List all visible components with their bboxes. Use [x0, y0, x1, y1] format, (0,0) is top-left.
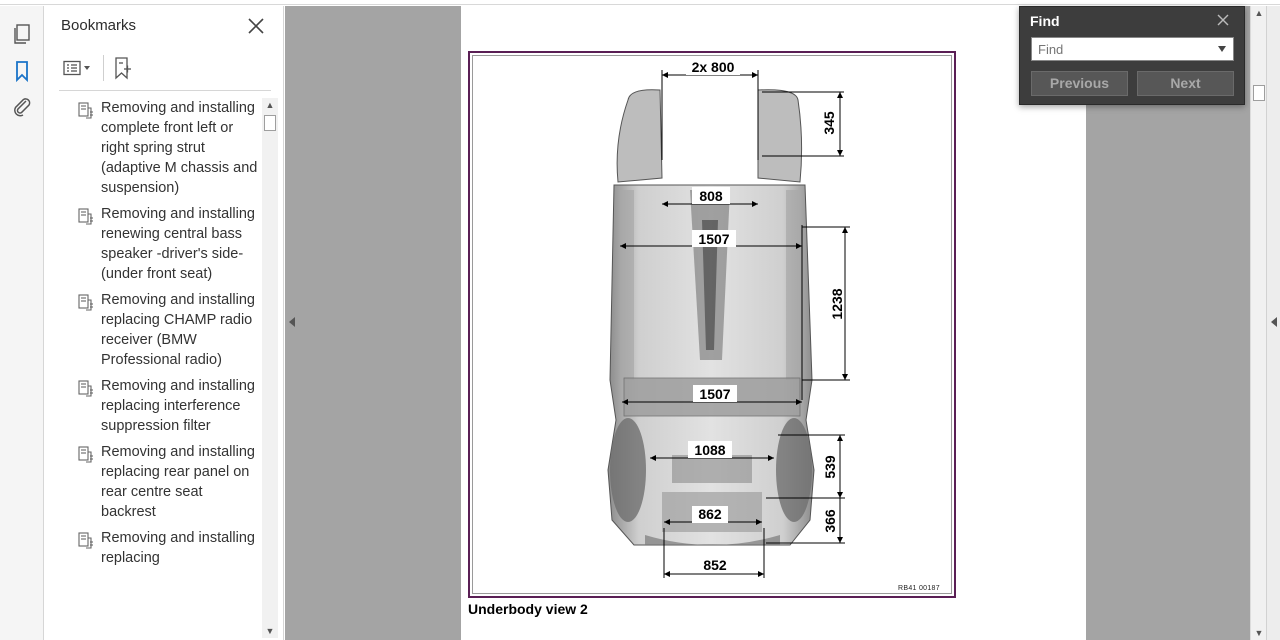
- dim-top-width: 2x 800: [692, 59, 735, 75]
- toolbar-separator: [103, 55, 104, 81]
- bookmark-label: Removing and installing replacing CHAMP …: [101, 292, 255, 368]
- dim-tail-height: 366: [822, 509, 838, 533]
- bookmark-item[interactable]: Removing and installing complete front l…: [45, 98, 261, 198]
- bookmark-list: Removing and installing complete front l…: [45, 98, 261, 638]
- bookmark-item[interactable]: Removing and installing replacing interf…: [45, 376, 261, 436]
- dimension-labels: 2x 800 808 1507 1507 1088 862 852 345 12…: [686, 58, 845, 573]
- expand-bookmark-icon[interactable]: [112, 55, 136, 81]
- bookmark-tree-icon: [78, 532, 93, 549]
- bookmark-scrollbar[interactable]: ▲ ▼: [262, 98, 278, 638]
- panel-title: Bookmarks: [61, 17, 137, 34]
- dim-mid-width-rear: 1507: [699, 386, 730, 402]
- scroll-up-arrow-icon[interactable]: ▲: [1254, 8, 1264, 18]
- collapse-panel-arrow-icon[interactable]: [288, 316, 296, 328]
- find-title: Find: [1030, 13, 1060, 29]
- expand-right-panel-arrow-icon[interactable]: [1270, 316, 1278, 328]
- close-find-icon[interactable]: [1216, 13, 1230, 27]
- panel-divider: [59, 90, 271, 91]
- next-button[interactable]: Next: [1137, 71, 1234, 96]
- dim-rear-width: 1088: [694, 442, 725, 458]
- bookmarks-panel: Bookmarks: [45, 6, 284, 640]
- find-dialog: Find Previous Next: [1019, 6, 1245, 105]
- dim-rear-height: 539: [822, 455, 838, 479]
- dim-mid-width-front: 1507: [698, 231, 729, 247]
- previous-button[interactable]: Previous: [1031, 71, 1128, 96]
- top-border: [0, 0, 1280, 5]
- figure-inner-border: [472, 55, 952, 594]
- navigation-rail: [0, 6, 44, 640]
- bookmark-item[interactable]: Removing and installing replacing rear p…: [45, 442, 261, 522]
- bookmark-label: Removing and installing renewing central…: [101, 206, 255, 282]
- bookmark-label: Removing and installing replacing rear p…: [101, 444, 255, 520]
- dim-bottom-width: 852: [703, 557, 727, 573]
- panel-toolbar: [61, 54, 136, 82]
- bookmark-label: Removing and installing replacing: [101, 530, 255, 566]
- bookmark-tree-icon: [78, 294, 93, 311]
- scroll-down-arrow-icon[interactable]: ▼: [265, 626, 275, 636]
- bookmark-tree-icon: [78, 446, 93, 463]
- bookmark-tree-icon: [78, 102, 93, 119]
- dim-front-height: 345: [821, 111, 837, 135]
- car-underbody: [607, 89, 815, 546]
- figure-reference: RB41 00187: [898, 585, 940, 592]
- close-panel-icon[interactable]: [245, 15, 267, 37]
- scroll-thumb[interactable]: [264, 115, 276, 131]
- bookmarks-icon[interactable]: [8, 57, 36, 85]
- dim-front-track: 808: [699, 188, 723, 204]
- scroll-thumb[interactable]: [1253, 85, 1265, 101]
- scroll-up-arrow-icon[interactable]: ▲: [265, 100, 275, 110]
- bookmark-item[interactable]: Removing and installing replacing CHAMP …: [45, 290, 261, 370]
- bookmark-item[interactable]: Removing and installing renewing central…: [45, 204, 261, 284]
- pages-icon[interactable]: [8, 20, 36, 48]
- bookmark-tree-icon: [78, 380, 93, 397]
- scroll-down-arrow-icon[interactable]: ▼: [1254, 628, 1264, 638]
- bookmark-item[interactable]: Removing and installing replacing: [45, 528, 261, 568]
- document-scrollbar[interactable]: ▲ ▼: [1250, 6, 1266, 640]
- dim-rear-track: 862: [698, 506, 722, 522]
- find-dropdown-icon[interactable]: [1217, 45, 1227, 53]
- attachments-icon[interactable]: [8, 92, 36, 120]
- dimension-arrowheads: [620, 72, 848, 577]
- bookmark-tree-icon: [78, 208, 93, 225]
- find-input[interactable]: [1031, 37, 1234, 61]
- bookmark-label: Removing and installing replacing interf…: [101, 378, 255, 434]
- dim-mid-length: 1238: [829, 288, 845, 319]
- options-menu-icon[interactable]: [61, 55, 95, 81]
- bookmark-label: Removing and installing complete front l…: [101, 100, 258, 196]
- figure-caption: Underbody view 2: [468, 601, 588, 617]
